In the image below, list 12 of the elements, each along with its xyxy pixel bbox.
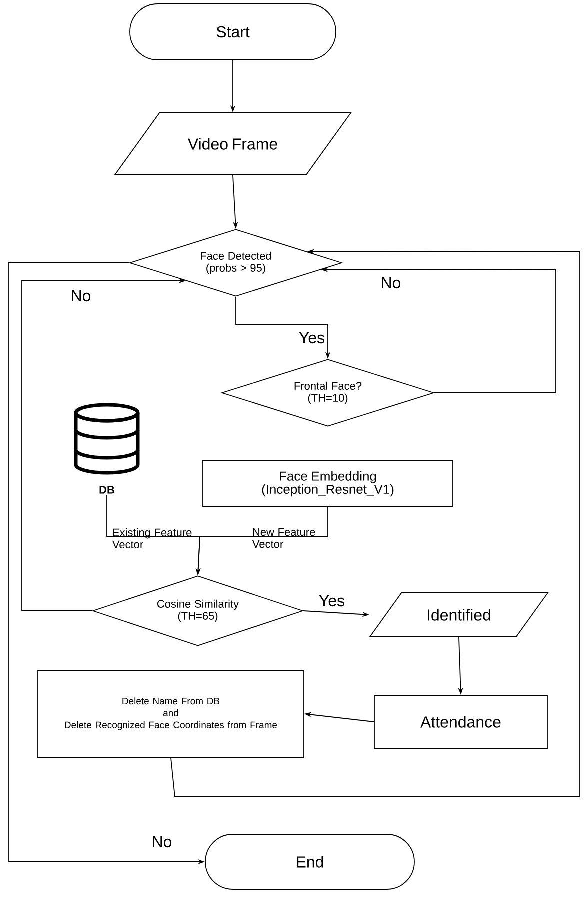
edge-label: Yes [318,594,346,608]
edge-label: No [380,276,402,290]
process-box: Attendance [374,695,548,749]
edge-label: Existing Feature Vector [112,528,192,549]
edge-label: New Feature Vector [252,528,316,548]
edge-label: No [70,289,92,303]
edge-label: Yes [298,331,326,345]
node-label: DB [100,486,114,494]
edge-label: No [150,835,174,849]
process-box: Face Embedding (Inception_Resnet_V1) [202,460,454,508]
database-cylinder: DB [74,403,140,494]
process-box: Delete Name From DB and Delete Recognized Face Coordinates from Frame [38,670,304,758]
